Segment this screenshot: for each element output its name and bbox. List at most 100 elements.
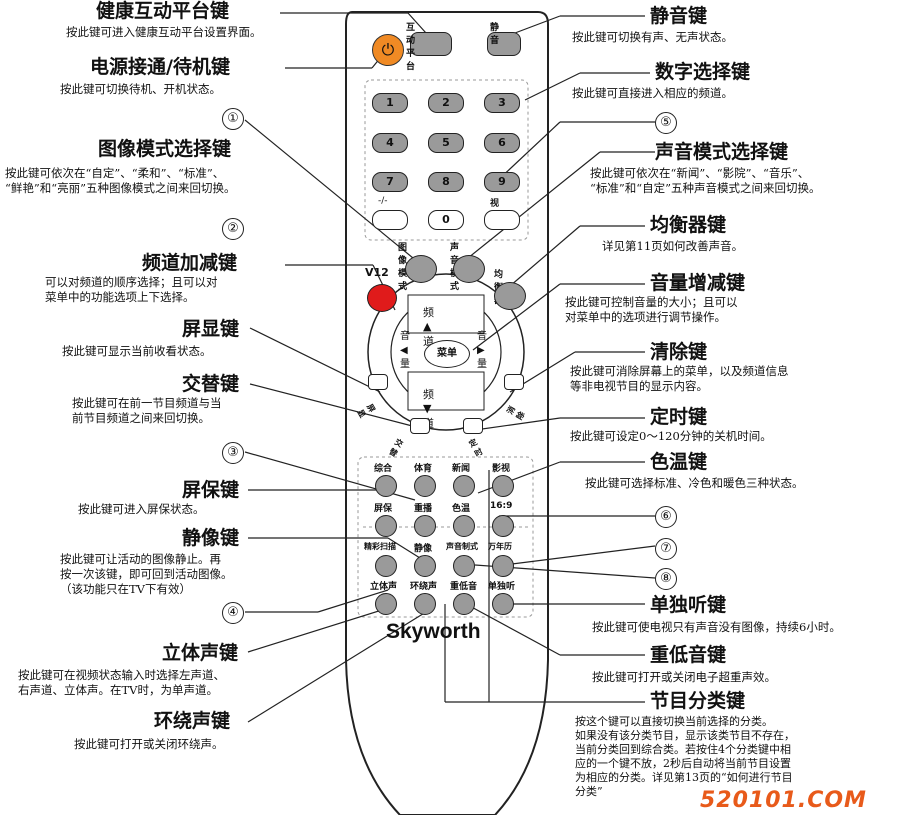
interactive-label: 互动平台	[406, 23, 416, 72]
mute-key-title: 静音键	[650, 5, 708, 27]
solo-listen-label: 单独听	[488, 582, 516, 592]
screensaver-button[interactable]	[375, 515, 397, 537]
category-general-button[interactable]	[375, 475, 397, 497]
callout-5: ⑤	[655, 112, 677, 134]
interactive-key-desc: 按此键可进入健康互动平台设置界面。	[66, 25, 262, 39]
sound-mode-key-title: 声音模式选择键	[655, 141, 789, 163]
scan-button[interactable]	[375, 555, 397, 577]
callout-1: ①	[222, 108, 244, 130]
surround-button[interactable]	[414, 593, 436, 615]
callout-7: ⑦	[655, 538, 677, 560]
sound-system-button[interactable]	[453, 555, 475, 577]
power-button[interactable]: ⏻	[372, 34, 404, 66]
screensaver-key-title: 屏保键	[182, 479, 240, 501]
freeze-key-desc: 按此键可让活动的图像静止。再 按一次该键，即可回到活动图像。 （该功能只在TV下…	[60, 552, 233, 596]
digit-2[interactable]: 2	[428, 93, 464, 113]
category-news-button[interactable]	[453, 475, 475, 497]
category-news-label: 新闻	[452, 464, 471, 474]
power-key-title: 电源接通/待机键	[90, 56, 230, 78]
brand-logo: Skyworth	[386, 620, 481, 643]
grid-row-4: 立体声 环绕声 重低音 单独听	[362, 579, 532, 619]
swap-button[interactable]	[410, 418, 430, 434]
grid-row-2: 屏保 重播 色温 16:9	[362, 501, 532, 541]
stereo-key-desc: 按此键可在视频状态输入时选择左声道、 右声道、立体声。在TV时，为单声道。	[18, 668, 225, 697]
v12-label: V12	[365, 266, 389, 279]
screensaver-label: 屏保	[374, 504, 393, 514]
equalizer-key-desc: 详见第11页如何改善声音。	[602, 239, 744, 253]
category-movies-button[interactable]	[492, 475, 514, 497]
timer-key-desc: 按此键可设定0～120分钟的关机时间。	[570, 429, 772, 443]
color-temp-key-desc: 按此键可选择标准、冷色和暖色三种状态。	[585, 476, 804, 490]
callout-2: ②	[222, 218, 244, 240]
volume-up-button[interactable]: 音▶量	[477, 331, 487, 370]
digit-7[interactable]: 7	[372, 172, 408, 192]
color-temp-button[interactable]	[453, 515, 475, 537]
solo-listen-button[interactable]	[492, 593, 514, 615]
stereo-button[interactable]	[375, 593, 397, 615]
category-movies-label: 影视	[492, 464, 511, 474]
number-key-desc: 按此键可直接进入相应的频道。	[572, 86, 733, 100]
stereo-label: 立体声	[370, 582, 398, 592]
display-key-desc: 按此键可显示当前收看状态。	[62, 344, 212, 358]
interactive-key-title: 健康互动平台键	[96, 0, 230, 22]
digit-4[interactable]: 4	[372, 133, 408, 153]
clear-button[interactable]	[504, 374, 524, 390]
category-sports-label: 体育	[414, 464, 433, 474]
aspect-button[interactable]	[492, 515, 514, 537]
color-temp-key-title: 色温键	[650, 451, 708, 473]
mute-button[interactable]	[487, 32, 521, 56]
dash-button[interactable]	[372, 210, 408, 230]
timer-key-title: 定时键	[650, 406, 708, 428]
digit-3[interactable]: 3	[484, 93, 520, 113]
equalizer-key-title: 均衡器键	[650, 214, 727, 236]
digit-1[interactable]: 1	[372, 93, 408, 113]
power-key-desc: 按此键可切换待机、开机状态。	[60, 82, 221, 96]
interactive-button[interactable]	[410, 32, 452, 56]
solo-listen-key-title: 单独听键	[650, 594, 727, 616]
picture-mode-key-desc: 按此键可依次在“自定”、“柔和”、“标准”、 “鲜艳”和“亮丽”五种图像模式之间…	[5, 166, 236, 195]
digit-6[interactable]: 6	[484, 133, 520, 153]
bass-button[interactable]	[453, 593, 475, 615]
picture-mode-label: 图像模式	[398, 243, 408, 292]
digit-0[interactable]: 0	[428, 210, 464, 230]
v12-button[interactable]	[367, 284, 397, 312]
bass-key-desc: 按此键可打开或关闭电子超重声效。	[592, 670, 776, 684]
digit-8[interactable]: 8	[428, 172, 464, 192]
freeze-button[interactable]	[414, 555, 436, 577]
timer-button[interactable]	[463, 418, 483, 434]
solo-listen-key-desc: 按此键可使电视只有声音没有图像，持续6小时。	[592, 620, 841, 634]
channel-key-title: 频道加减键	[142, 252, 238, 274]
bass-label: 重低音	[450, 582, 478, 592]
calendar-button[interactable]	[492, 555, 514, 577]
channel-up-button[interactable]: 频▲道	[423, 306, 434, 348]
sound-mode-key-desc: 按此键可依次在“新闻”、“影院”、“音乐”、 “标准”和“自定”五种声音模式之间…	[590, 166, 821, 195]
picture-mode-button[interactable]	[405, 255, 437, 283]
screensaver-key-desc: 按此键可进入屏保状态。	[78, 502, 205, 516]
menu-button[interactable]: 菜单	[424, 340, 470, 368]
av-button[interactable]	[484, 210, 520, 230]
clear-key-title: 清除键	[650, 341, 708, 363]
callout-4: ④	[222, 602, 244, 624]
sound-mode-button[interactable]	[453, 255, 485, 283]
display-button[interactable]	[368, 374, 388, 390]
channel-key-desc: 可以对频道的顺序选择；且可以对 菜单中的功能选项上下选择。	[45, 275, 218, 304]
mute-label: 静音	[490, 23, 500, 46]
digit-9[interactable]: 9	[484, 172, 520, 192]
calendar-label: 万年历	[488, 542, 512, 551]
equalizer-button[interactable]	[494, 282, 526, 310]
number-key-title: 数字选择键	[655, 61, 751, 83]
callout-6: ⑥	[655, 506, 677, 528]
category-key-title: 节目分类键	[650, 690, 746, 712]
replay-button[interactable]	[414, 515, 436, 537]
sound-system-label: 声音制式	[446, 542, 478, 551]
callout-3: ③	[222, 442, 244, 464]
freeze-key-title: 静像键	[182, 527, 240, 549]
swap-key-title: 交替键	[182, 373, 240, 395]
display-key-title: 屏显键	[182, 318, 240, 340]
volume-key-desc: 按此键可控制音量的大小；且可以 对菜单中的选项进行调节操作。	[565, 295, 738, 324]
color-temp-label: 色温	[452, 504, 471, 514]
category-sports-button[interactable]	[414, 475, 436, 497]
digit-5[interactable]: 5	[428, 133, 464, 153]
volume-down-button[interactable]: 音◀量	[400, 331, 410, 370]
surround-label: 环绕声	[410, 582, 438, 592]
